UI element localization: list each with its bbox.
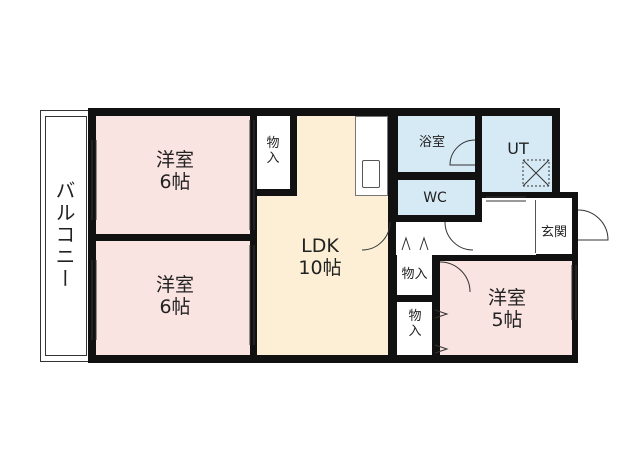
- room-size: 10帖: [298, 256, 342, 279]
- entrance-label: 玄関: [540, 225, 567, 240]
- toilet-label: WC: [423, 190, 447, 206]
- utility-label: UT: [507, 139, 529, 158]
- door-wc: [444, 221, 474, 251]
- bedroom-1: [96, 116, 250, 234]
- entrance: [535, 200, 572, 253]
- closet-2-label: 物入: [401, 267, 428, 282]
- door-entrance: [577, 209, 609, 241]
- balcony-label: バルコニー: [52, 180, 76, 290]
- sink-icon: [362, 160, 380, 188]
- kitchen-counter: [355, 116, 388, 196]
- washer-pan: [522, 159, 550, 187]
- room-name: 洋室: [155, 149, 194, 171]
- door-bedroom3: [439, 261, 471, 293]
- closet-2: [397, 255, 432, 295]
- balcony-rail: [45, 116, 87, 356]
- utility-room: [482, 116, 552, 192]
- room-name: LDK: [301, 235, 339, 257]
- closet-1: [257, 116, 290, 189]
- room-name: 洋室: [487, 287, 526, 309]
- closet-1-label: 物入: [266, 136, 280, 166]
- room-size: 6帖: [159, 295, 191, 318]
- door-ldk: [361, 221, 391, 251]
- toilet: [398, 180, 475, 215]
- room-size: 6帖: [159, 170, 191, 193]
- door-bath: [449, 139, 476, 166]
- closet-3-label: 物入: [408, 309, 422, 339]
- bedroom-3: [440, 261, 572, 355]
- room-name: 洋室: [155, 274, 194, 296]
- bedroom-2: [96, 241, 250, 355]
- room-size: 5帖: [491, 308, 523, 331]
- bath-label: 浴室: [418, 135, 445, 150]
- closet-3: [397, 302, 432, 355]
